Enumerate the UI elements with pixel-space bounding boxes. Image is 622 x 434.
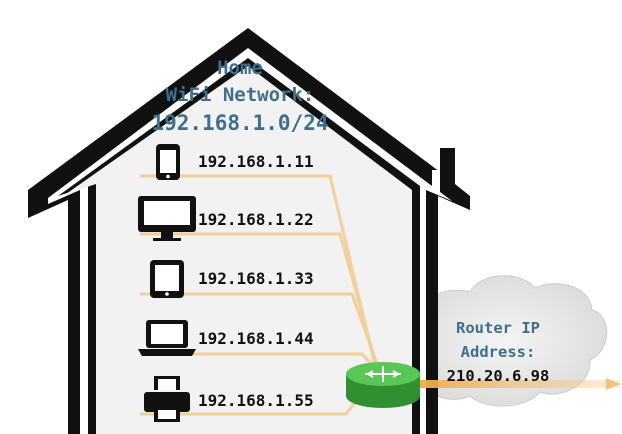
ip-label-phone: 192.168.1.11 (198, 152, 314, 171)
ip-label-tablet: 192.168.1.33 (198, 269, 314, 288)
router-public-ip: 210.20.6.98 (447, 367, 550, 385)
printer-icon (144, 376, 190, 422)
title-line-wifi: WiFi Network: (166, 84, 315, 106)
ip-label-laptop: 192.168.1.44 (198, 329, 314, 348)
router-label-line1: Router IP (456, 319, 540, 337)
router-label-line2: Address: (461, 343, 536, 361)
connection-line (140, 292, 384, 379)
ip-label-printer: 192.168.1.55 (198, 391, 314, 410)
router-icon (346, 362, 420, 408)
ip-label-monitor: 192.168.1.22 (198, 210, 314, 229)
router-info: Router IP Address: 210.20.6.98 (447, 319, 550, 385)
monitor-icon (138, 196, 196, 241)
phone-icon (156, 144, 180, 180)
connection-line (140, 232, 382, 379)
device-ip-labels: 192.168.1.11 192.168.1.22 192.168.1.33 1… (198, 152, 314, 410)
title-line-home: Home (217, 57, 263, 79)
tablet-icon (150, 260, 184, 298)
wan-line (410, 378, 620, 390)
subnet-label: 192.168.1.0/24 (151, 111, 328, 135)
network-title: Home WiFi Network: 192.168.1.0/24 (151, 57, 328, 135)
laptop-icon (138, 320, 196, 356)
